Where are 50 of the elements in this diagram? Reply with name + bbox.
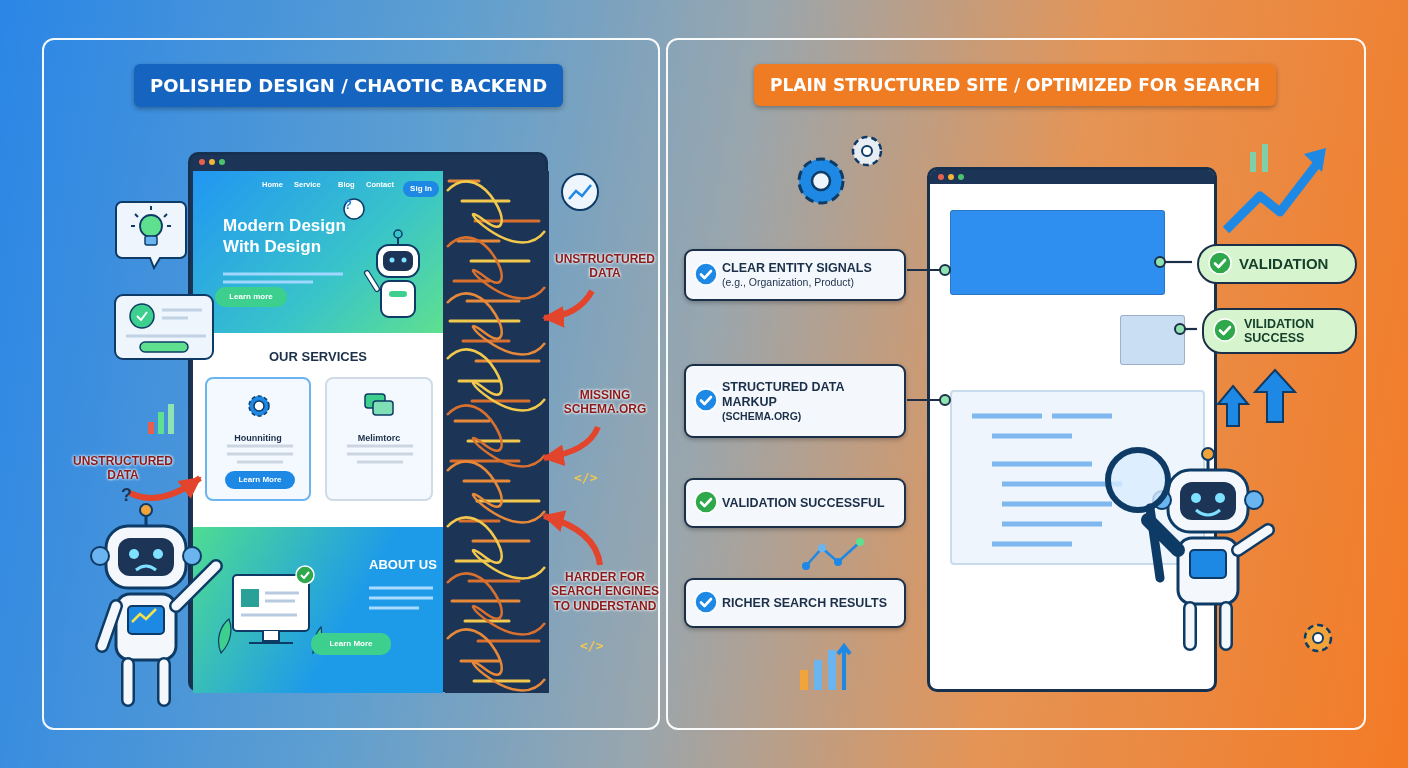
- callout-text: (e.g., Organization, Product): [722, 276, 855, 289]
- services-section: [193, 333, 443, 527]
- arrow: [128, 475, 202, 501]
- arrow: [542, 289, 595, 328]
- cta-button: Learn More: [225, 471, 295, 489]
- status-pill: [1202, 308, 1357, 354]
- code-tag: </>: [574, 470, 598, 485]
- section-heading: ABOUT US: [369, 557, 437, 572]
- status-text: VILIDATION SUCCESS: [1244, 316, 1315, 346]
- tangled-code-drawing: [445, 171, 549, 693]
- callout-box: [684, 478, 906, 528]
- hero-banner: [950, 210, 1165, 295]
- hero-heading: Modern Design With Design: [223, 215, 347, 258]
- status-text: VALIDATION: [1239, 255, 1330, 273]
- callout-text: UNSTRUCTURED DATA: [552, 252, 658, 290]
- sign-in-button: Sig In: [403, 181, 439, 197]
- callout-box: [684, 364, 906, 438]
- cta-button: Learn more: [215, 287, 287, 307]
- callout-text: MISSING SCHEMA.ORG: [552, 388, 658, 426]
- arrow: [542, 511, 603, 566]
- connector-line: [907, 394, 951, 406]
- callout-text: STRUCTURED DATA MARKUP: [722, 379, 845, 410]
- browser-window: [188, 152, 548, 692]
- callout-text: (SCHEMA.ORG): [722, 409, 803, 423]
- connector-line: [1174, 323, 1197, 335]
- service-card: [325, 377, 433, 501]
- callout-text: CLEAR ENTITY SIGNALS: [722, 261, 873, 277]
- service-card: [205, 377, 311, 501]
- callout-box: [684, 578, 906, 628]
- callout-text: RICHER SEARCH RESULTS: [722, 595, 889, 611]
- card-title: Hounniting: [234, 433, 282, 443]
- cta-button: Learn More: [311, 633, 391, 655]
- connector-line: [907, 264, 951, 276]
- panel-heading: PLAIN STRUCTURED SITE / OPTIMIZED FOR SEARCH: [754, 64, 1276, 106]
- section-heading: OUR SERVICES: [269, 349, 367, 364]
- callout-box: [684, 249, 906, 301]
- hero-section: [193, 171, 443, 333]
- content-card: [1120, 315, 1185, 365]
- connector-line: [1154, 256, 1192, 268]
- right-panel: [666, 38, 1366, 730]
- card-title: Melimtorc: [357, 433, 401, 443]
- about-section: [193, 527, 443, 693]
- question-mark: ?: [121, 486, 132, 504]
- code-tag: </>: [580, 638, 604, 653]
- status-pill: [1197, 244, 1357, 284]
- callout-text: VALIDATION SUCCESSFUL: [722, 495, 886, 511]
- browser-window: [927, 167, 1217, 692]
- left-panel: [42, 38, 660, 730]
- panel-heading: POLISHED DESIGN / CHAOTIC BACKEND: [134, 64, 564, 107]
- arrow: [542, 425, 601, 466]
